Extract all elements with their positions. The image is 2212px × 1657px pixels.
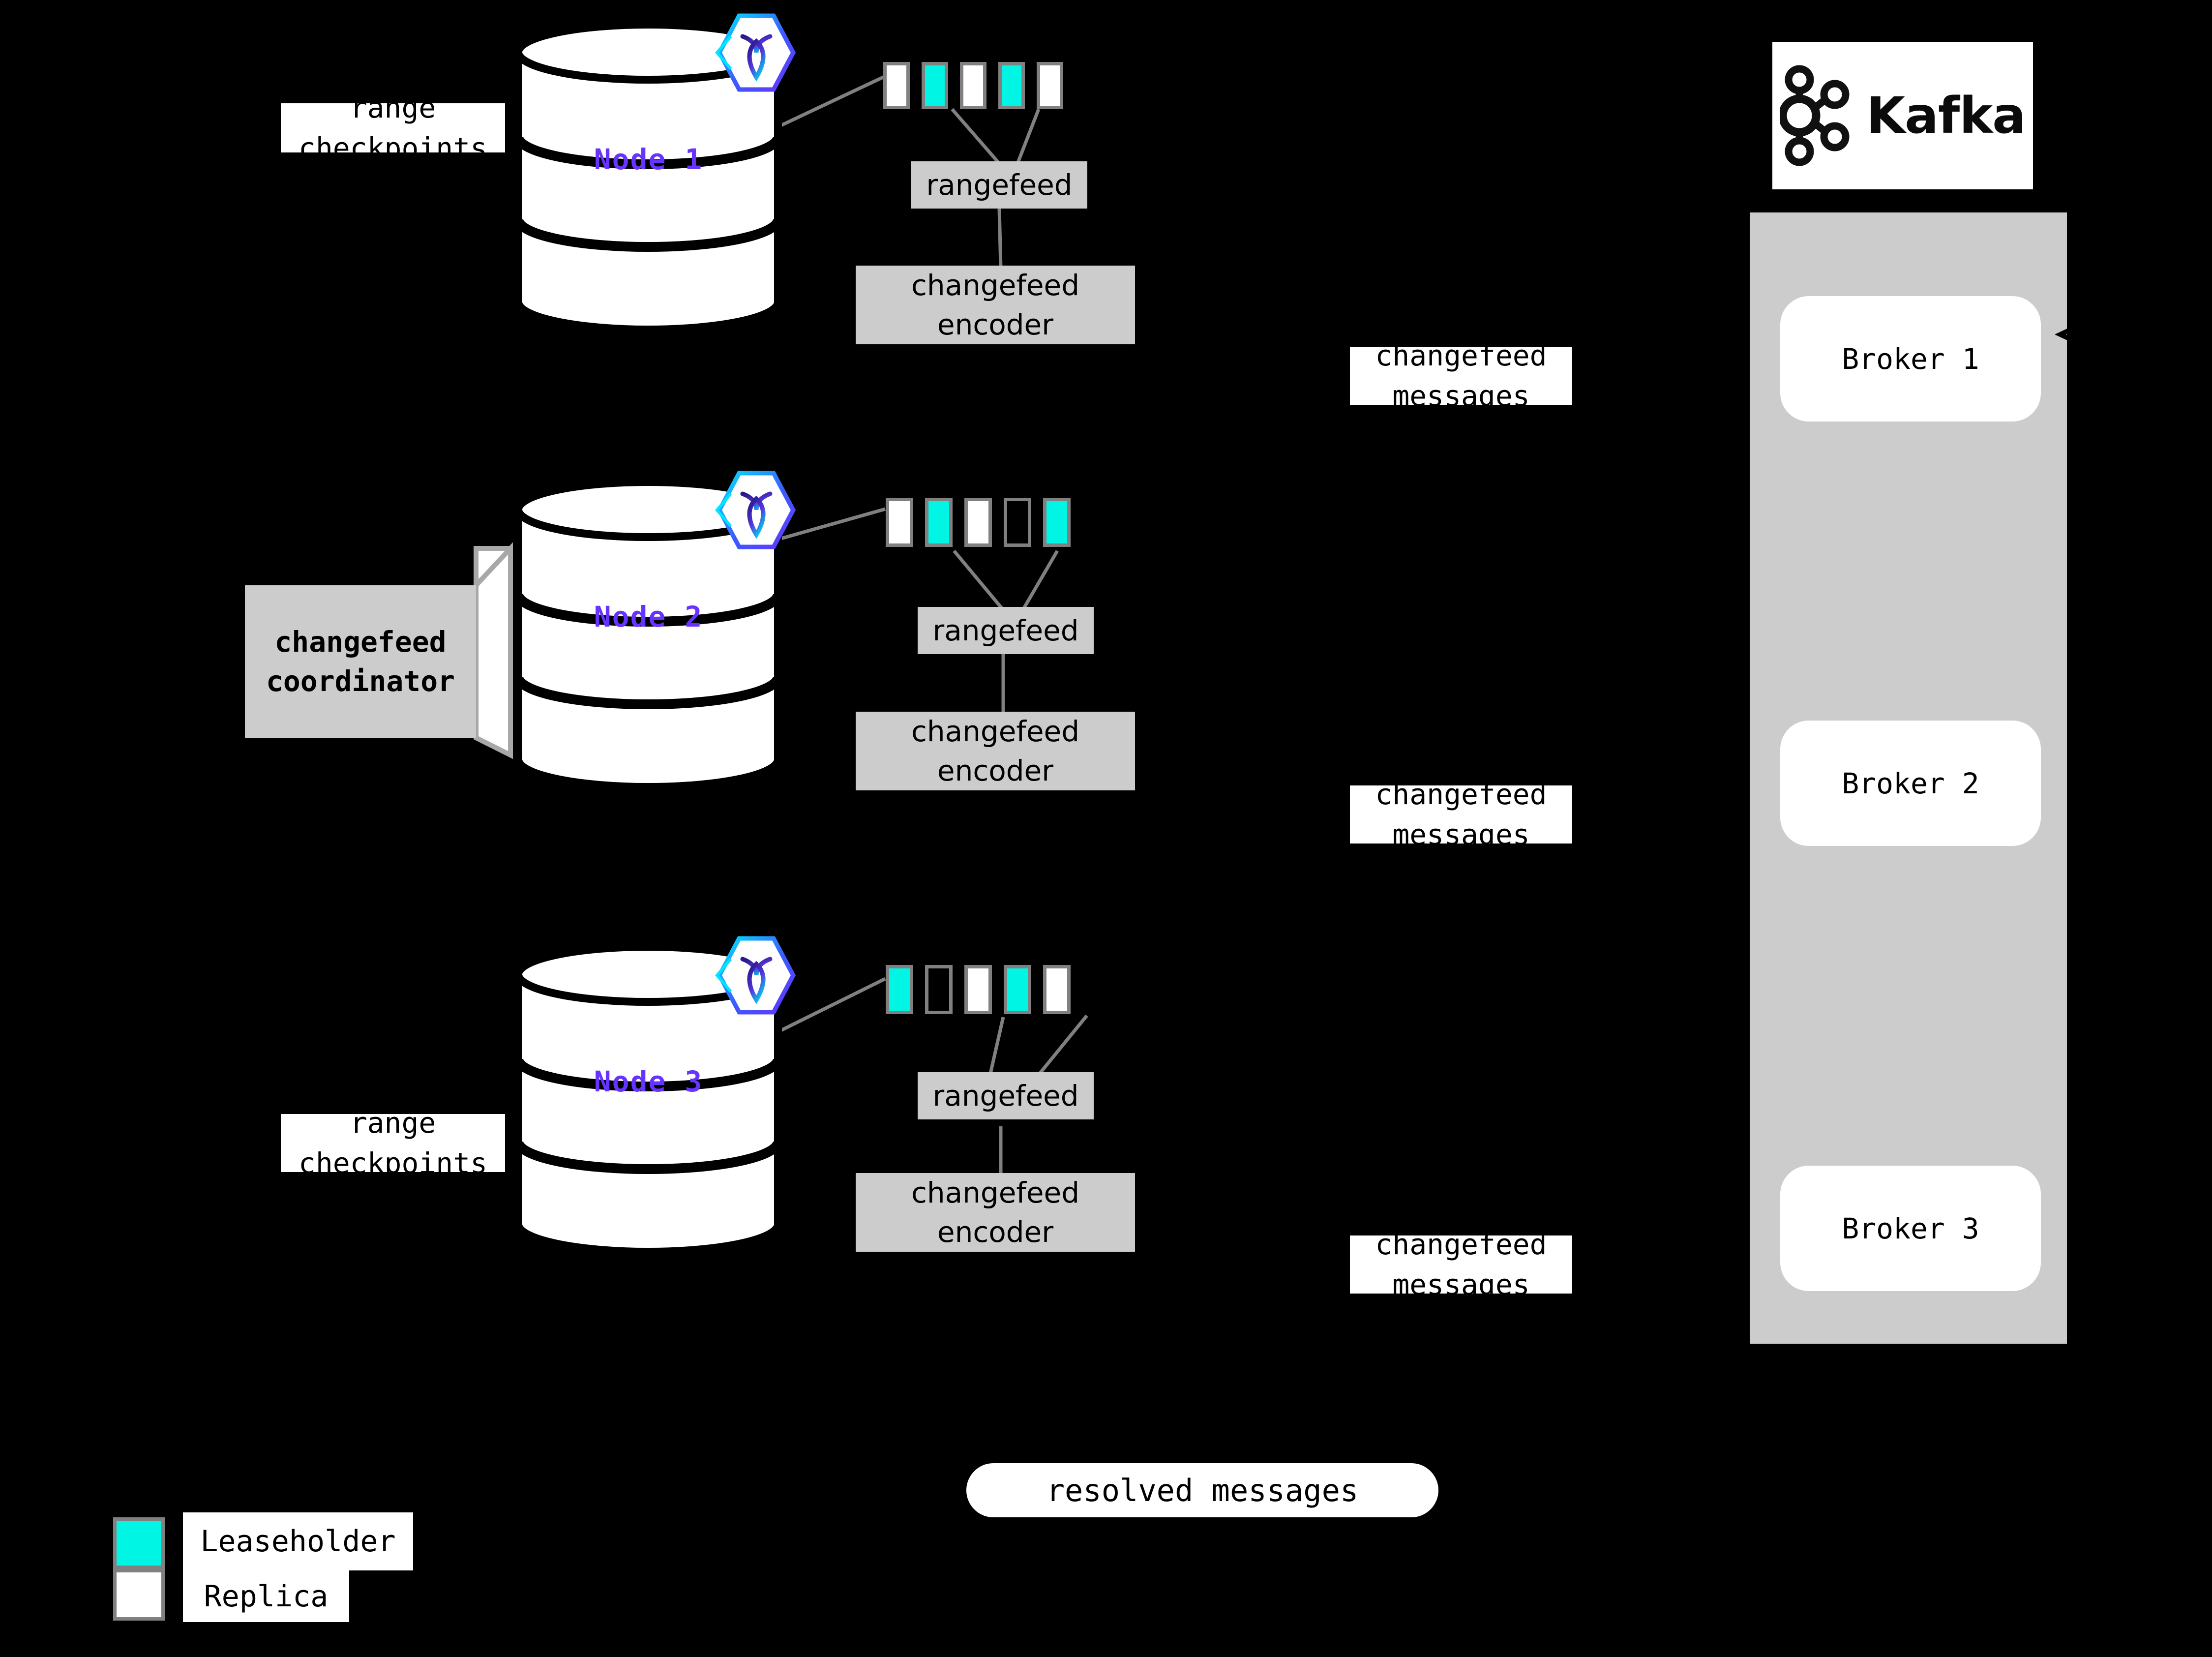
legend: Leaseholder Replica	[113, 1512, 413, 1640]
kafka-broker-1-label: Broker 1	[1842, 342, 1979, 376]
coordinator-label-line2: coordinator	[266, 664, 455, 698]
range-leaseholder[interactable]	[998, 62, 1025, 109]
range-empty[interactable]	[1004, 498, 1031, 547]
encoder-label-line2: encoder	[937, 1215, 1054, 1249]
node-2-ranges	[886, 498, 1071, 547]
changefeed-messages-line1: changefeed	[1375, 338, 1547, 372]
kafka-logo-box: Kafka	[1772, 42, 2033, 189]
range-checkpoints-note-line1: range	[350, 1106, 436, 1140]
node-3-label: Node 3	[594, 1065, 703, 1098]
range-checkpoints-note-line1: range	[350, 90, 436, 124]
kafka-broker-2[interactable]: Broker 2	[1780, 721, 2041, 846]
rangefeed-label: rangefeed	[932, 613, 1079, 647]
node-1-ranges	[883, 62, 1063, 109]
range-replica[interactable]	[1037, 62, 1063, 109]
node-1-rangefeed-box[interactable]: rangefeed	[911, 161, 1087, 209]
node-2-cylinder[interactable]: Node 2	[514, 482, 782, 787]
encoder-label-line1: changefeed	[911, 1175, 1080, 1209]
rangefeed-label: rangefeed	[926, 168, 1073, 202]
kafka-broker-2-label: Broker 2	[1842, 766, 1979, 800]
range-checkpoints-note-node-1: range checkpoints	[281, 91, 505, 165]
node-1-label: Node 1	[594, 143, 703, 176]
range-replica[interactable]	[886, 498, 913, 547]
range-empty[interactable]	[925, 965, 953, 1014]
kafka-broker-1[interactable]: Broker 1	[1780, 296, 2041, 422]
legend-swatch-leaseholder	[113, 1517, 165, 1569]
range-checkpoints-note-line2: checkpoints	[298, 1146, 488, 1180]
node-3-changefeed-encoder-box[interactable]: changefeed encoder	[856, 1173, 1135, 1252]
changefeed-messages-line1: changefeed	[1375, 777, 1547, 811]
node-3-cylinder[interactable]: Node 3	[514, 947, 782, 1252]
changefeed-messages-label-1: changefeed messages	[1350, 339, 1572, 413]
cockroachdb-hexagon-icon	[712, 468, 801, 552]
changefeed-messages-label-3: changefeed messages	[1350, 1228, 1572, 1301]
encoder-label-line1: changefeed	[911, 714, 1080, 748]
node-2-changefeed-encoder-box[interactable]: changefeed encoder	[856, 712, 1135, 790]
range-checkpoints-note-line2: checkpoints	[298, 131, 488, 165]
rangefeed-label: rangefeed	[932, 1079, 1079, 1113]
changefeed-coordinator-body: changefeed coordinator	[245, 585, 476, 738]
range-replica[interactable]	[964, 965, 992, 1014]
legend-swatch-replica	[113, 1569, 165, 1621]
encoder-label-line1: changefeed	[911, 268, 1080, 302]
range-leaseholder[interactable]	[922, 62, 948, 109]
broker-inbound-arrow-icon	[2055, 325, 2074, 344]
kafka-nodes-icon	[1780, 64, 1853, 167]
changefeed-messages-line2: messages	[1392, 818, 1530, 851]
resolved-messages-label: resolved messages	[1046, 1472, 1359, 1508]
kafka-wordmark: Kafka	[1866, 86, 2026, 145]
range-leaseholder[interactable]	[1043, 498, 1071, 547]
legend-label-leaseholder: Leaseholder	[183, 1512, 413, 1570]
range-leaseholder[interactable]	[1004, 965, 1031, 1014]
node-3-rangefeed-box[interactable]: rangefeed	[918, 1072, 1094, 1119]
legend-label-replica: Replica	[183, 1570, 349, 1622]
node-1-changefeed-encoder-box[interactable]: changefeed encoder	[856, 266, 1135, 344]
range-leaseholder[interactable]	[886, 965, 913, 1014]
range-leaseholder[interactable]	[925, 498, 953, 547]
node-2-label: Node 2	[594, 600, 703, 633]
changefeed-messages-label-2: changefeed messages	[1350, 778, 1572, 851]
cockroachdb-hexagon-icon	[712, 11, 801, 94]
changefeed-messages-line2: messages	[1392, 379, 1530, 413]
changefeed-coordinator-callout[interactable]: changefeed coordinator	[245, 541, 525, 762]
changefeed-messages-line1: changefeed	[1375, 1227, 1547, 1261]
kafka-broker-3[interactable]: Broker 3	[1780, 1166, 2041, 1291]
range-replica[interactable]	[1043, 965, 1071, 1014]
range-replica[interactable]	[883, 62, 910, 109]
range-replica[interactable]	[964, 498, 992, 547]
encoder-label-line2: encoder	[937, 754, 1054, 787]
range-checkpoints-note-node-3: range checkpoints	[281, 1106, 505, 1180]
encoder-label-line2: encoder	[937, 308, 1054, 341]
cockroachdb-hexagon-icon	[712, 934, 801, 1017]
resolved-messages-oval[interactable]: resolved messages	[966, 1463, 1438, 1517]
kafka-broker-panel: Broker 1 Broker 2 Broker 3	[1750, 212, 2067, 1344]
node-2-rangefeed-box[interactable]: rangefeed	[918, 607, 1094, 654]
range-replica[interactable]	[960, 62, 986, 109]
node-1-cylinder[interactable]: Node 1	[514, 25, 782, 330]
node-3-ranges	[886, 965, 1071, 1014]
coordinator-label-line1: changefeed	[274, 625, 447, 659]
changefeed-messages-line2: messages	[1392, 1268, 1530, 1301]
kafka-broker-3-label: Broker 3	[1842, 1211, 1979, 1245]
